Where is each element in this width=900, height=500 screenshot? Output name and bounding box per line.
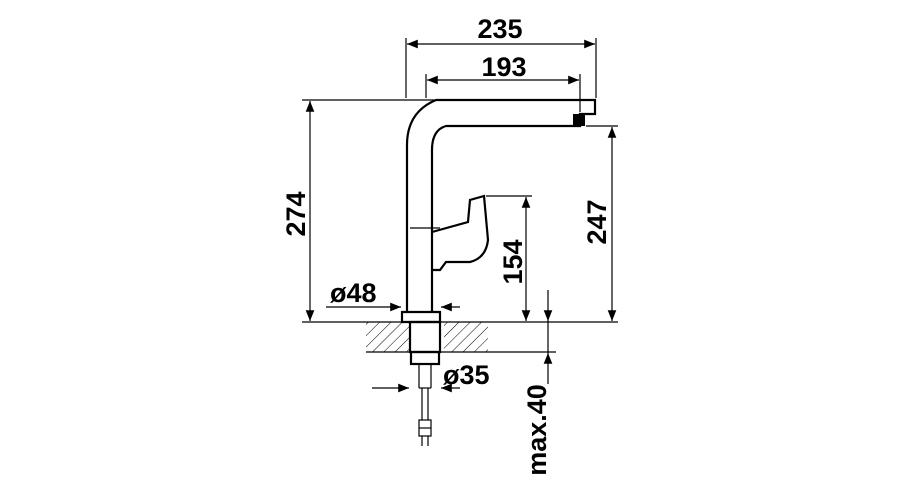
dim-hole-diameter: ø35 [372,360,490,393]
faucet-body [400,98,597,446]
label-spout-reach: 193 [481,52,526,82]
label-overall-width: 235 [477,14,522,44]
dim-overall-height: 274 [281,99,436,323]
dim-max-thickness: max.40 [488,290,556,476]
lever-handle [431,194,490,272]
dim-base-diameter: ø48 [326,278,460,312]
faucet-base [400,310,442,324]
label-hole-diameter: ø35 [443,360,490,390]
mounting-nut [409,350,441,366]
countertop-section [366,321,488,353]
label-overall-height: 274 [281,191,311,236]
spout-tip [573,114,585,126]
label-lever-height: 154 [498,239,528,284]
label-max-thickness: max.40 [522,384,552,476]
dim-spout-height: 247 [488,125,618,323]
dim-spout-reach: 193 [425,52,581,112]
label-spout-height: 247 [582,199,612,244]
dim-overall-width: 235 [405,14,597,98]
dim-lever-height: 154 [486,195,532,321]
label-base-diameter: ø48 [330,278,377,308]
shank [408,320,442,354]
